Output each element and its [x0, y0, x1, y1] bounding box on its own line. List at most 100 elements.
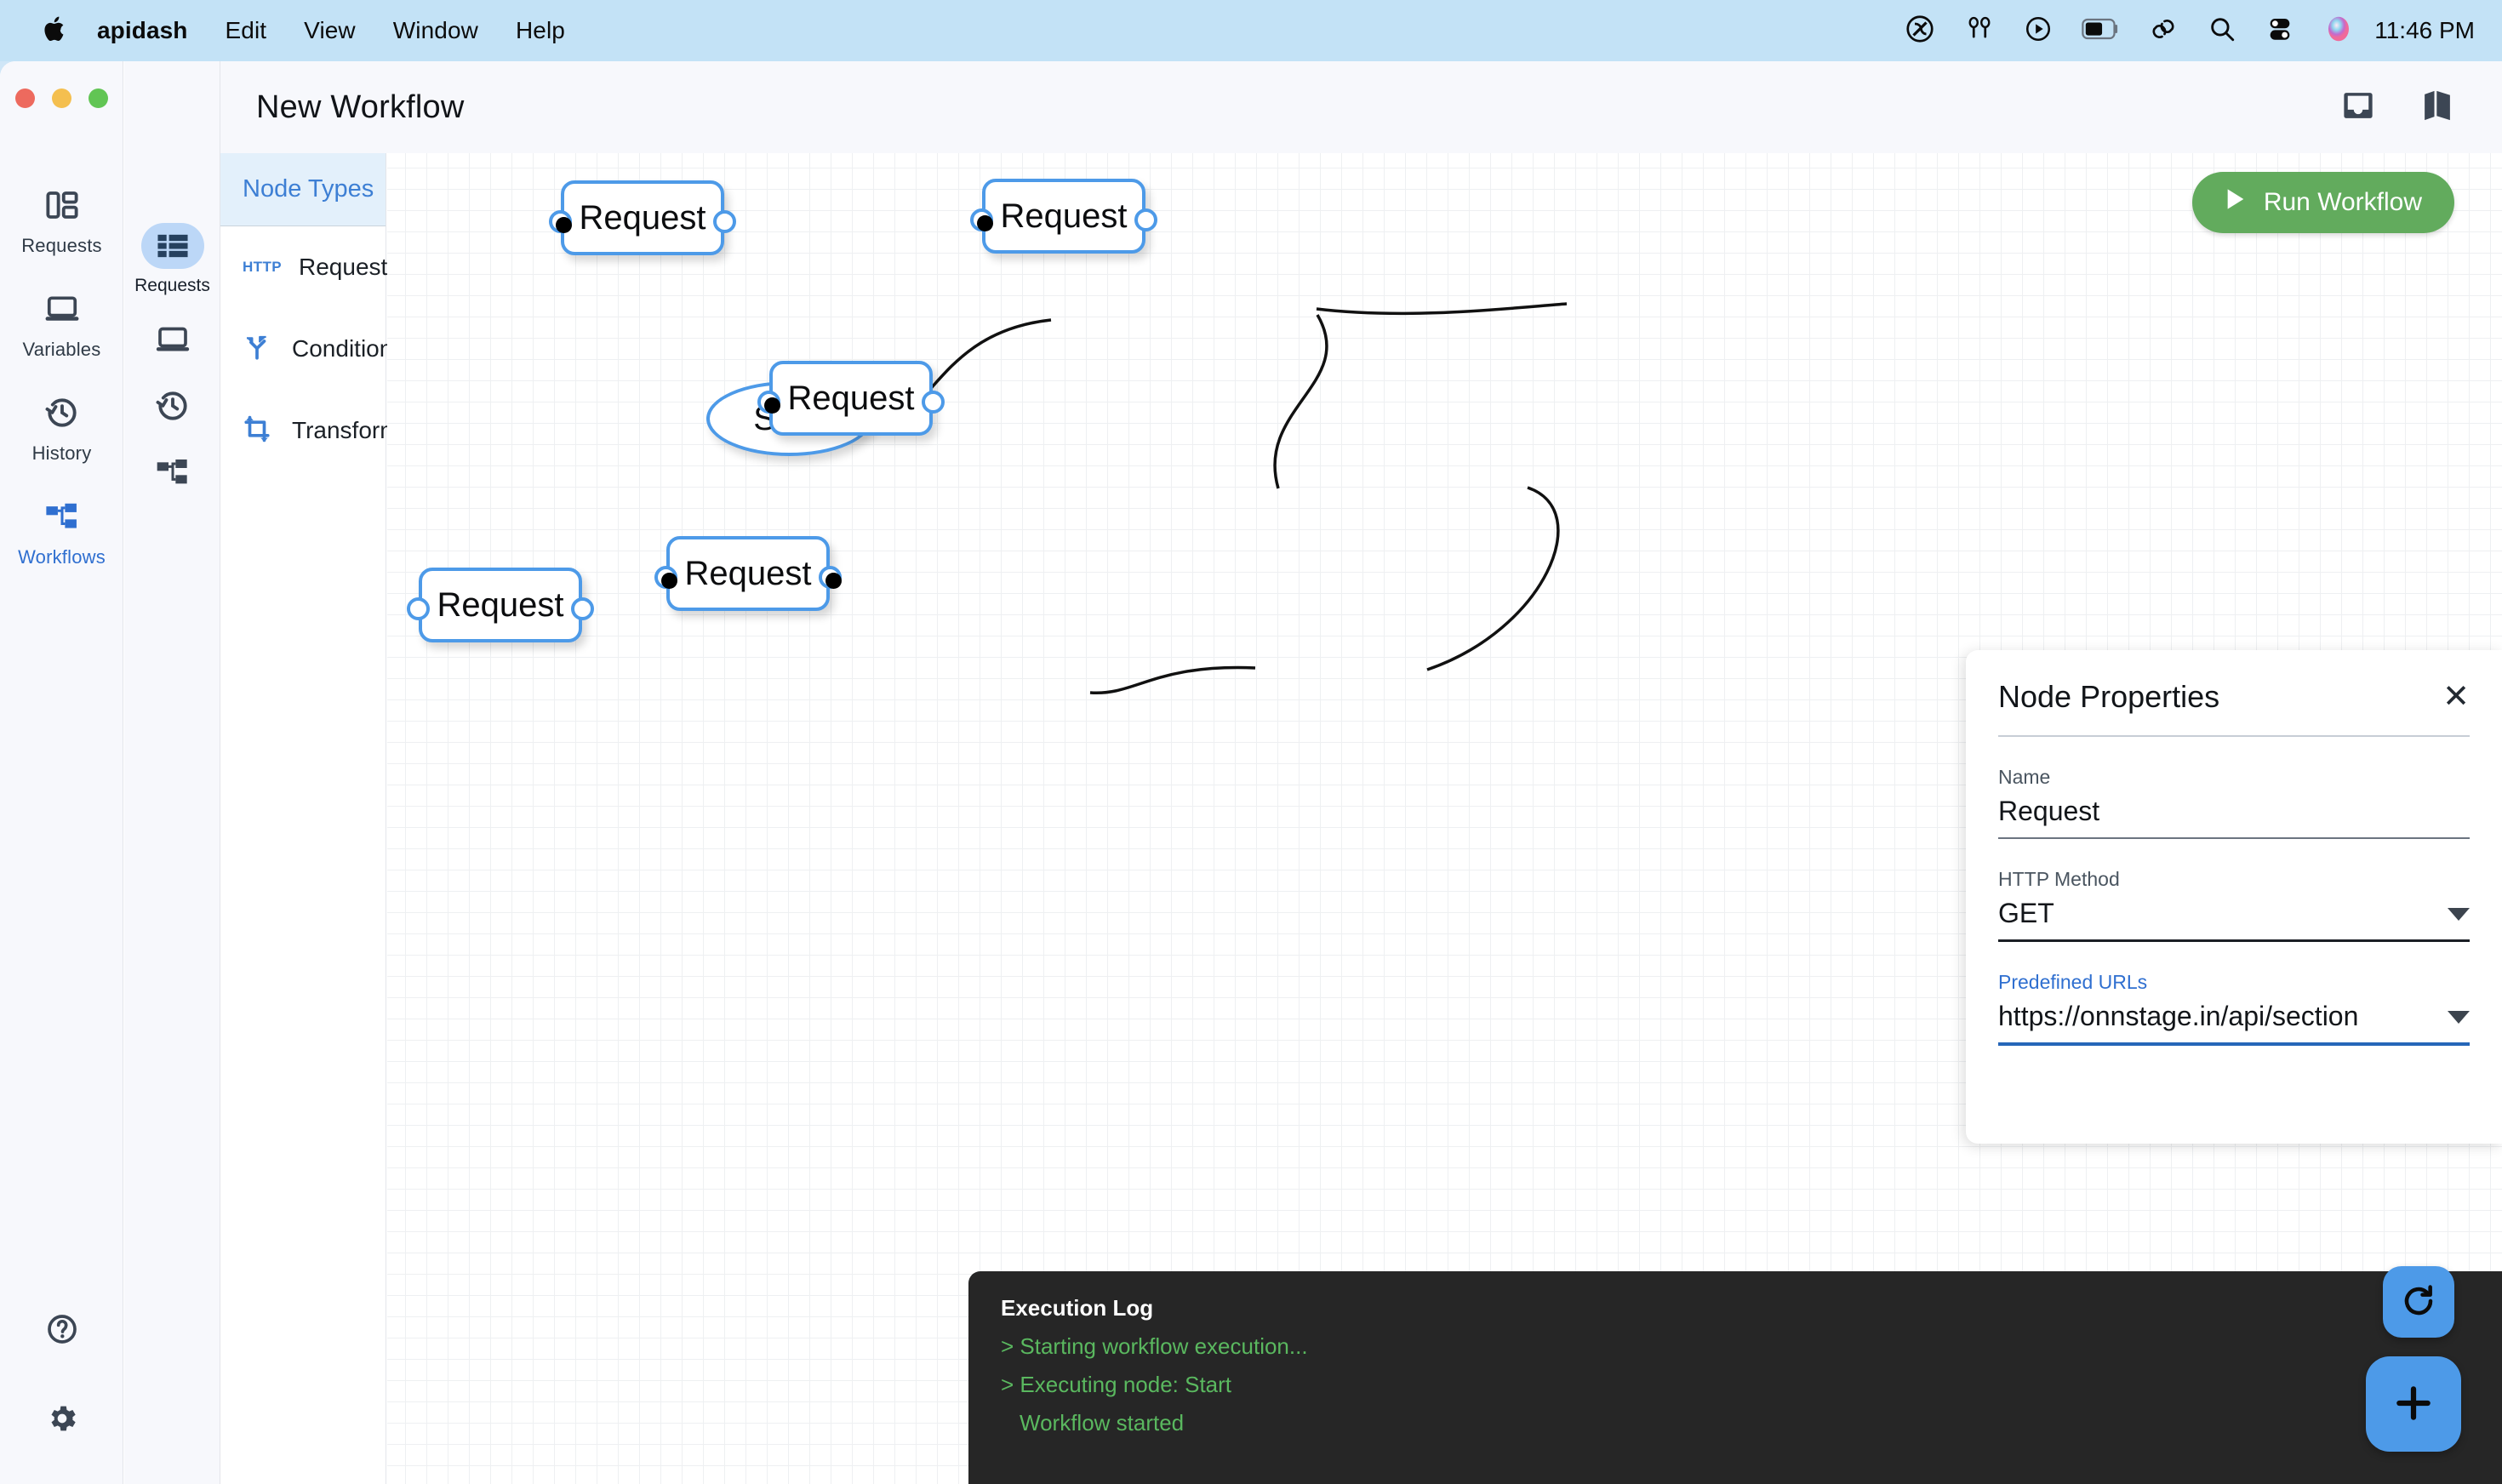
- macos-menu-bar: apidash Edit View Window Help 11:46 PM: [0, 0, 2502, 61]
- input-handle[interactable]: [970, 208, 993, 231]
- workflow-node-request-3[interactable]: Request: [757, 361, 945, 436]
- log-line: > Starting workflow execution...: [1001, 1333, 1308, 1359]
- node-properties-panel: Node Properties ✕ Name Request HTTP Meth…: [1966, 650, 2502, 1144]
- node-properties-header: Node Properties ✕: [1998, 679, 2470, 737]
- node-type-condition-label: Condition: [292, 335, 393, 362]
- creative-cloud-icon[interactable]: [1905, 14, 1935, 49]
- window-titlebar: New Workflow: [220, 61, 2502, 153]
- menu-item-edit[interactable]: Edit: [225, 17, 267, 43]
- workflow-node-request-3-label: Request: [787, 379, 915, 417]
- field-http-method-value: GET: [1998, 898, 2054, 928]
- output-handle[interactable]: [1134, 208, 1157, 231]
- workflow-node-request-4[interactable]: Request: [654, 536, 842, 611]
- field-name-label: Name: [1998, 766, 2051, 788]
- plus-icon: [2392, 1382, 2435, 1427]
- close-window-button[interactable]: [15, 88, 35, 108]
- airpods-icon[interactable]: [1964, 14, 1995, 49]
- play-icon: [2225, 187, 2247, 218]
- apple-logo-icon[interactable]: [43, 14, 68, 48]
- inbox-icon[interactable]: [2340, 88, 2376, 128]
- refresh-canvas-button[interactable]: [2383, 1266, 2454, 1338]
- field-predefined-urls: Predefined URLs https://onnstage.in/api/…: [1998, 971, 2470, 1046]
- input-handle[interactable]: [549, 210, 572, 233]
- input-handle[interactable]: [407, 597, 430, 620]
- search-icon[interactable]: [2208, 14, 2236, 48]
- sidebar-item-variables[interactable]: Variables: [0, 276, 123, 380]
- input-handle[interactable]: [757, 391, 780, 414]
- primary-sidebar-items: Requests Variables History Workflows: [0, 172, 123, 587]
- titlebar-actions: [2340, 88, 2454, 128]
- chevron-down-icon: [2448, 908, 2470, 921]
- traffic-lights: [15, 88, 108, 108]
- app-window: Requests Variables History Workflows: [0, 61, 2502, 1484]
- output-handle[interactable]: [713, 210, 736, 233]
- workflow-canvas[interactable]: Start Request Request Request Request: [387, 153, 2502, 1484]
- menu-item-apidash[interactable]: apidash: [97, 17, 188, 43]
- secondary-sidebar: Requests: [124, 61, 220, 1484]
- menu-item-view[interactable]: View: [304, 17, 356, 43]
- field-predefined-urls-value: https://onnstage.in/api/section: [1998, 1001, 2359, 1031]
- battery-icon[interactable]: [2082, 18, 2119, 44]
- name-input[interactable]: Request: [1998, 789, 2470, 839]
- sidebar-item-workflows-label: Workflows: [18, 546, 106, 568]
- field-http-method: HTTP Method GET: [1998, 868, 2470, 942]
- siri-icon[interactable]: [2323, 14, 2354, 49]
- now-playing-icon[interactable]: [2024, 14, 2053, 48]
- link-icon[interactable]: [2148, 14, 2179, 49]
- help-button[interactable]: [0, 1287, 123, 1376]
- node-properties-title: Node Properties: [1998, 679, 2220, 714]
- gear-icon: [45, 1401, 79, 1440]
- execution-log-title: Execution Log: [1001, 1295, 1154, 1321]
- run-workflow-button[interactable]: Run Workflow: [2191, 172, 2454, 233]
- node-type-request[interactable]: HTTP Request: [220, 226, 388, 308]
- secondary-item-history[interactable]: [124, 371, 220, 437]
- secondary-item-workflows[interactable]: [124, 437, 220, 504]
- sidebar-item-history-label: History: [31, 442, 92, 464]
- workflow-node-request-2-label: Request: [1000, 197, 1128, 235]
- crop-transform-icon: [243, 414, 271, 448]
- sidebar-item-workflows[interactable]: Workflows: [0, 483, 123, 587]
- predefined-urls-select[interactable]: https://onnstage.in/api/section: [1998, 994, 2470, 1046]
- zoom-window-button[interactable]: [89, 88, 108, 108]
- menu-item-window[interactable]: Window: [392, 17, 478, 43]
- close-icon[interactable]: ✕: [2442, 679, 2470, 715]
- output-handle[interactable]: [922, 391, 945, 414]
- sidebar-item-requests[interactable]: Requests: [0, 172, 123, 276]
- secondary-sidebar-items: Requests: [124, 211, 220, 504]
- history-clock-icon: [141, 383, 204, 429]
- input-handle[interactable]: [654, 566, 677, 589]
- workflow-node-request-2[interactable]: Request: [970, 179, 1157, 254]
- workflow-node-request-4-label: Request: [684, 554, 812, 592]
- secondary-item-variables[interactable]: [124, 305, 220, 371]
- run-workflow-label: Run Workflow: [2263, 188, 2422, 216]
- map-icon[interactable]: [2420, 88, 2454, 128]
- http-icon: HTTP: [243, 259, 282, 275]
- node-types-panel: Node Types HTTP Request Condition Transf…: [220, 153, 400, 1484]
- node-type-transform[interactable]: Transform: [220, 390, 400, 471]
- page-title: New Workflow: [256, 88, 465, 125]
- settings-button[interactable]: [0, 1376, 123, 1465]
- workflow-node-request-1[interactable]: Request: [549, 180, 736, 255]
- output-handle[interactable]: [571, 597, 594, 620]
- field-name-value: Request: [1998, 796, 2100, 826]
- primary-sidebar-bottom: [0, 1287, 123, 1465]
- workflow-nodes-icon: [43, 499, 81, 539]
- workflow-node-request-5[interactable]: Request: [407, 568, 594, 642]
- http-method-select[interactable]: GET: [1998, 891, 2470, 942]
- node-type-condition[interactable]: Condition: [220, 308, 392, 390]
- node-types-header[interactable]: Node Types: [220, 153, 386, 226]
- fork-arrows-icon: [243, 333, 271, 366]
- minimize-window-button[interactable]: [52, 88, 71, 108]
- requests-panels-icon: [44, 187, 80, 227]
- menu-item-help[interactable]: Help: [515, 17, 565, 43]
- laptop-icon: [43, 291, 81, 331]
- control-center-icon[interactable]: [2265, 14, 2294, 48]
- sidebar-item-variables-label: Variables: [22, 339, 101, 360]
- node-type-request-label: Request: [299, 254, 388, 280]
- sidebar-item-history[interactable]: History: [0, 380, 123, 483]
- output-handle[interactable]: [819, 566, 842, 589]
- history-clock-icon: [44, 395, 80, 435]
- secondary-item-requests[interactable]: Requests: [124, 211, 220, 305]
- field-name: Name Request: [1998, 766, 2470, 839]
- add-node-button[interactable]: [2366, 1356, 2461, 1452]
